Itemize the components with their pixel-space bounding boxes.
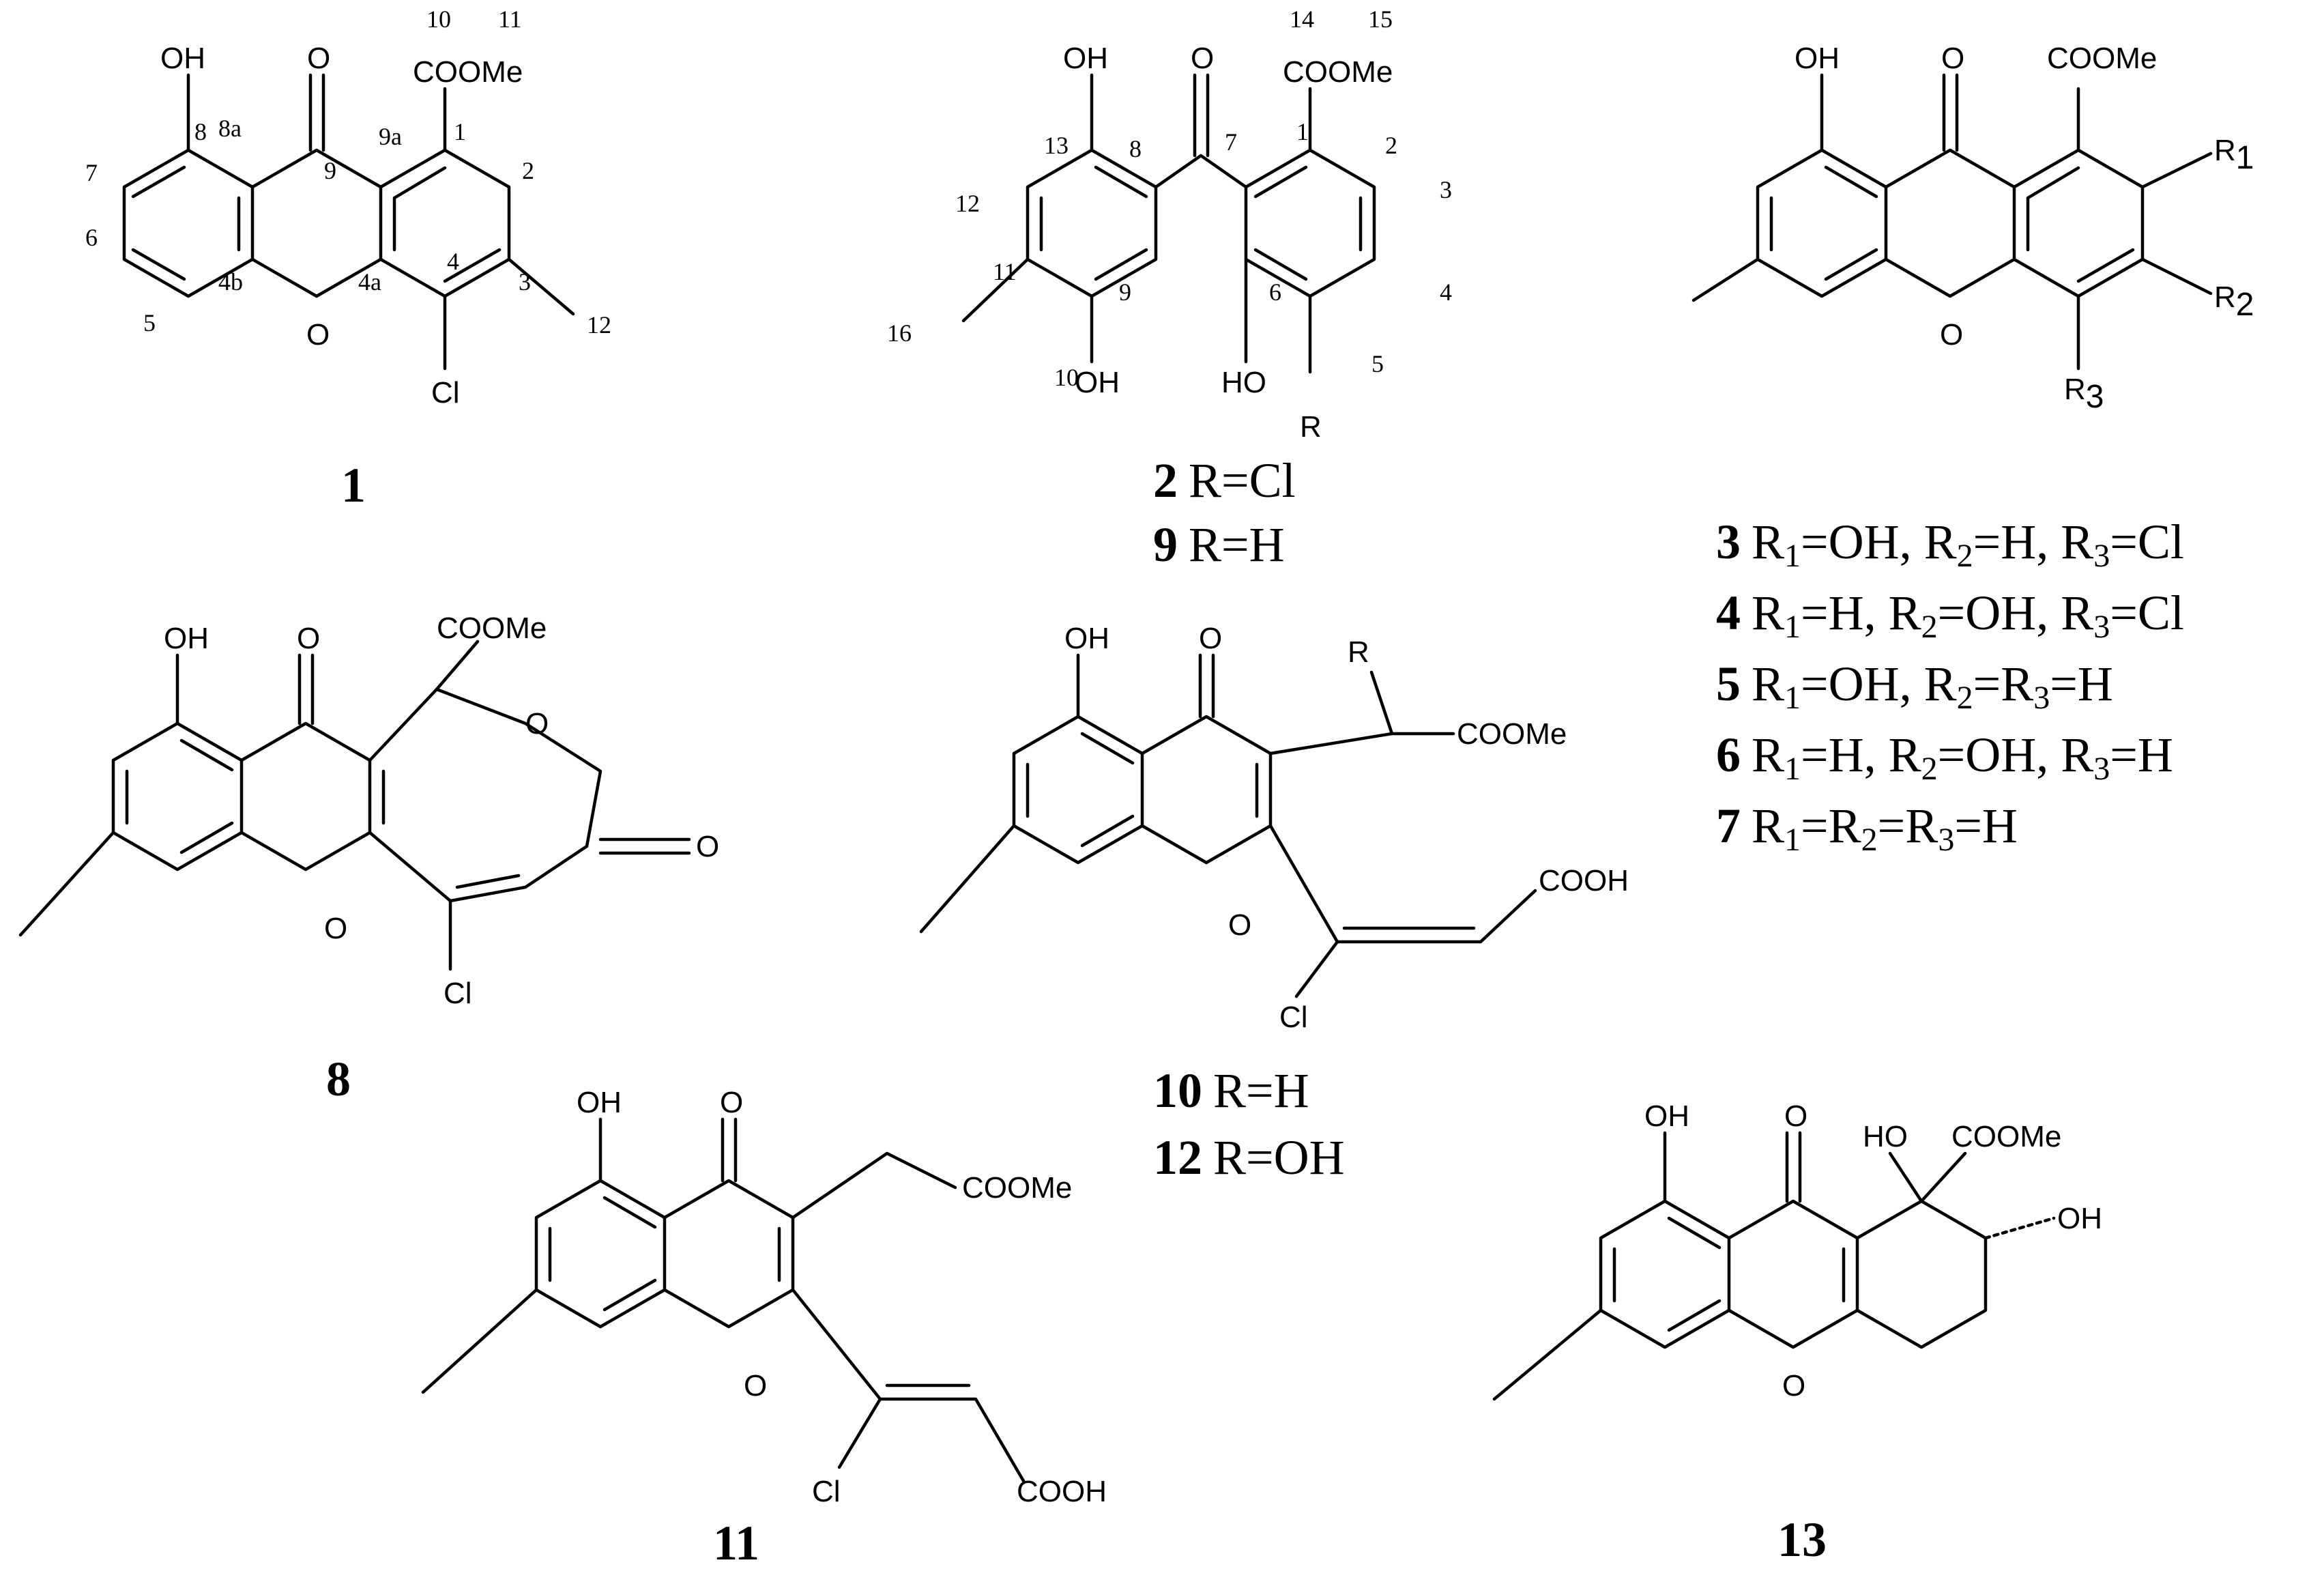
- locant: 3: [1440, 176, 1452, 203]
- atom-r2: R2: [2214, 280, 2254, 323]
- atom-ester-c8: COOMe: [437, 611, 547, 645]
- atom-ester-c2: COOMe: [1283, 55, 1393, 89]
- locant: 9: [324, 157, 336, 184]
- locant: 8: [1129, 135, 1142, 162]
- atom-ester-c11: COOMe: [962, 1171, 1072, 1205]
- atom-oh-bottom-c2: OH: [1075, 366, 1120, 399]
- atom-acid-c10: COOH: [1539, 864, 1629, 897]
- structure-compound-2: OH O OH HO COOMe R 1 2 3 4 5 6 7 8 9 10 …: [887, 5, 1452, 572]
- atom-oh-top-c2: OH: [1063, 42, 1108, 75]
- locant: 4: [1440, 278, 1452, 306]
- locant: 4: [447, 248, 459, 275]
- atom-r3: R3: [2064, 373, 2104, 415]
- atom-ester-c13: COOMe: [1951, 1120, 2061, 1153]
- atom-cl-c10: Cl: [1279, 1001, 1308, 1034]
- atom-ho-c13: HO: [1863, 1120, 1908, 1153]
- atom-o-carbonyl-c11: O: [720, 1086, 743, 1119]
- locant: 4b: [218, 268, 243, 296]
- atom-o-ring-c1: O: [306, 318, 330, 351]
- locant: 11: [993, 258, 1017, 285]
- atom-oh-c1: OH: [160, 42, 205, 75]
- atom-o-carbonyl-c2: O: [1191, 42, 1214, 75]
- structure-compound-13: OH O O HO COOMe OH 13: [1492, 1099, 2102, 1567]
- locant: 12: [587, 311, 611, 339]
- locant: 8: [194, 118, 207, 145]
- atom-oh-c11: OH: [577, 1086, 622, 1119]
- locant: 8a: [218, 115, 242, 142]
- structure-compound-1: OH O O COOMe Cl 1 2 3 4 4a 4b 5 6 7 8 8a…: [85, 5, 611, 513]
- atom-o-ring-c3: O: [1940, 318, 1963, 351]
- atom-acid-c11: COOH: [1017, 1475, 1107, 1508]
- locant: 6: [85, 224, 98, 251]
- structure-compound-11: OH O O COOMe COOH Cl 11: [421, 1086, 1107, 1569]
- atom-ester-c1: COOMe: [413, 55, 523, 89]
- locant: 10: [1054, 364, 1079, 391]
- atom-o-ring-c13: O: [1782, 1369, 1805, 1402]
- atom-oh-c10: OH: [1064, 622, 1109, 655]
- locant: 3: [519, 268, 531, 296]
- atom-oh-c8: OH: [164, 622, 209, 655]
- atom-o-ring-c10: O: [1228, 908, 1251, 942]
- atom-cl-c11: Cl: [812, 1475, 841, 1508]
- locant: 10: [426, 5, 451, 33]
- locant: 12: [955, 190, 980, 217]
- atom-cl-c1: Cl: [431, 376, 460, 409]
- atom-ester-c10: COOMe: [1457, 717, 1567, 751]
- locant: 2: [522, 157, 534, 184]
- locant: 5: [143, 309, 156, 336]
- locant: 14: [1290, 5, 1314, 33]
- atom-o-carbonyl-c3: O: [1941, 42, 1964, 75]
- atom-r1: R1: [2214, 134, 2254, 176]
- atom-oh-c3: OH: [1795, 42, 1840, 75]
- locant: 7: [85, 159, 98, 186]
- atom-o-carbonyl-c1: O: [307, 42, 330, 75]
- atom-r-c2: R: [1300, 410, 1322, 444]
- structure-compound-8: OH O O O O COOMe Cl 8: [18, 611, 719, 1106]
- locant: 1: [1296, 118, 1309, 145]
- atom-cl-c8: Cl: [444, 977, 472, 1010]
- locant: 16: [887, 319, 912, 347]
- compound-number-11: 11: [713, 1516, 759, 1569]
- atom-o-carbonyl-c8: O: [297, 622, 320, 655]
- locant: 11: [498, 5, 522, 33]
- atom-o-ring-c8: O: [324, 912, 347, 945]
- atom-ho-c2: HO: [1221, 366, 1266, 399]
- compound-number-13: 13: [1777, 1512, 1827, 1567]
- atom-o-lactone-c8: O: [525, 707, 549, 740]
- compound-number-8: 8: [326, 1052, 351, 1106]
- locant: 2: [1385, 132, 1397, 159]
- structure-compound-3-7: OH O O COOMe R1 R2 R3: [1691, 42, 2254, 415]
- locant: 4a: [358, 268, 381, 296]
- locant: 7: [1225, 128, 1237, 156]
- locant: 1: [454, 118, 466, 145]
- locant: 9: [1119, 278, 1131, 306]
- locant: 15: [1368, 5, 1393, 33]
- atom-ester-c3: COOMe: [2047, 42, 2157, 75]
- locant: 5: [1371, 350, 1384, 377]
- atom-oh-c13: OH: [1644, 1099, 1689, 1133]
- atom-o-carbonyl-c10: O: [1199, 622, 1222, 655]
- locant: 9a: [379, 123, 402, 150]
- locant: 6: [1269, 278, 1281, 306]
- atom-o-lactone-carbonyl-c8: O: [696, 830, 719, 863]
- locant: 13: [1044, 132, 1069, 159]
- compound-number-1: 1: [341, 458, 366, 513]
- atom-o-ring-c11: O: [744, 1369, 767, 1402]
- atom-oh-side-c13: OH: [2057, 1202, 2102, 1235]
- atom-r-c10: R: [1348, 635, 1369, 669]
- atom-o-carbonyl-c13: O: [1784, 1099, 1807, 1133]
